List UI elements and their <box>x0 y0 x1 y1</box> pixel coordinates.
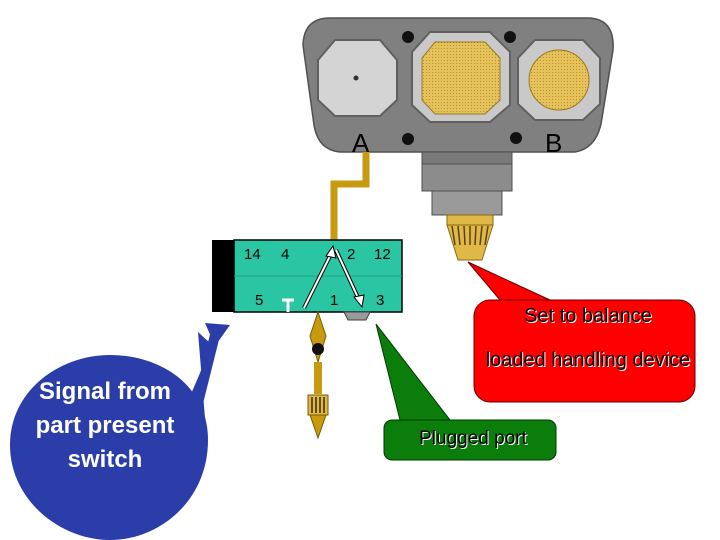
mount-hole <box>504 31 516 43</box>
balance-callout-text-line2: loaded handling device <box>485 349 691 371</box>
supply-fitting <box>307 310 329 440</box>
five-port-valve: 14 4 2 12 5 1 3 <box>212 239 403 321</box>
port-b-label: B <box>545 128 562 158</box>
valve-port-14: 14 <box>244 246 261 263</box>
port-3-plug <box>343 311 371 321</box>
valve-port-3: 3 <box>376 292 384 309</box>
port-a-label: A <box>352 128 370 158</box>
manifold: A B <box>302 17 614 216</box>
regulator-outlet-fitting <box>446 214 494 261</box>
valve-port-4: 4 <box>281 246 289 263</box>
valve-port-5: 5 <box>255 292 263 309</box>
signal-callout <box>10 323 230 540</box>
valve-port-1: 1 <box>330 292 338 309</box>
valve-port-2: 2 <box>347 246 355 263</box>
mount-hole <box>312 343 324 355</box>
mount-hole <box>402 133 414 145</box>
plugged-callout <box>375 323 557 461</box>
plugged-callout-text: Plugged port <box>419 428 527 449</box>
valve-port-12: 12 <box>374 246 391 263</box>
mount-hole <box>402 31 414 43</box>
balance-callout-text-line1: Set to balance <box>524 305 652 327</box>
mount-hole <box>510 132 522 144</box>
balance-callout <box>467 261 696 403</box>
supply-tubing <box>330 152 370 244</box>
signal-callout-text: Signal from part present switch <box>35 378 175 473</box>
